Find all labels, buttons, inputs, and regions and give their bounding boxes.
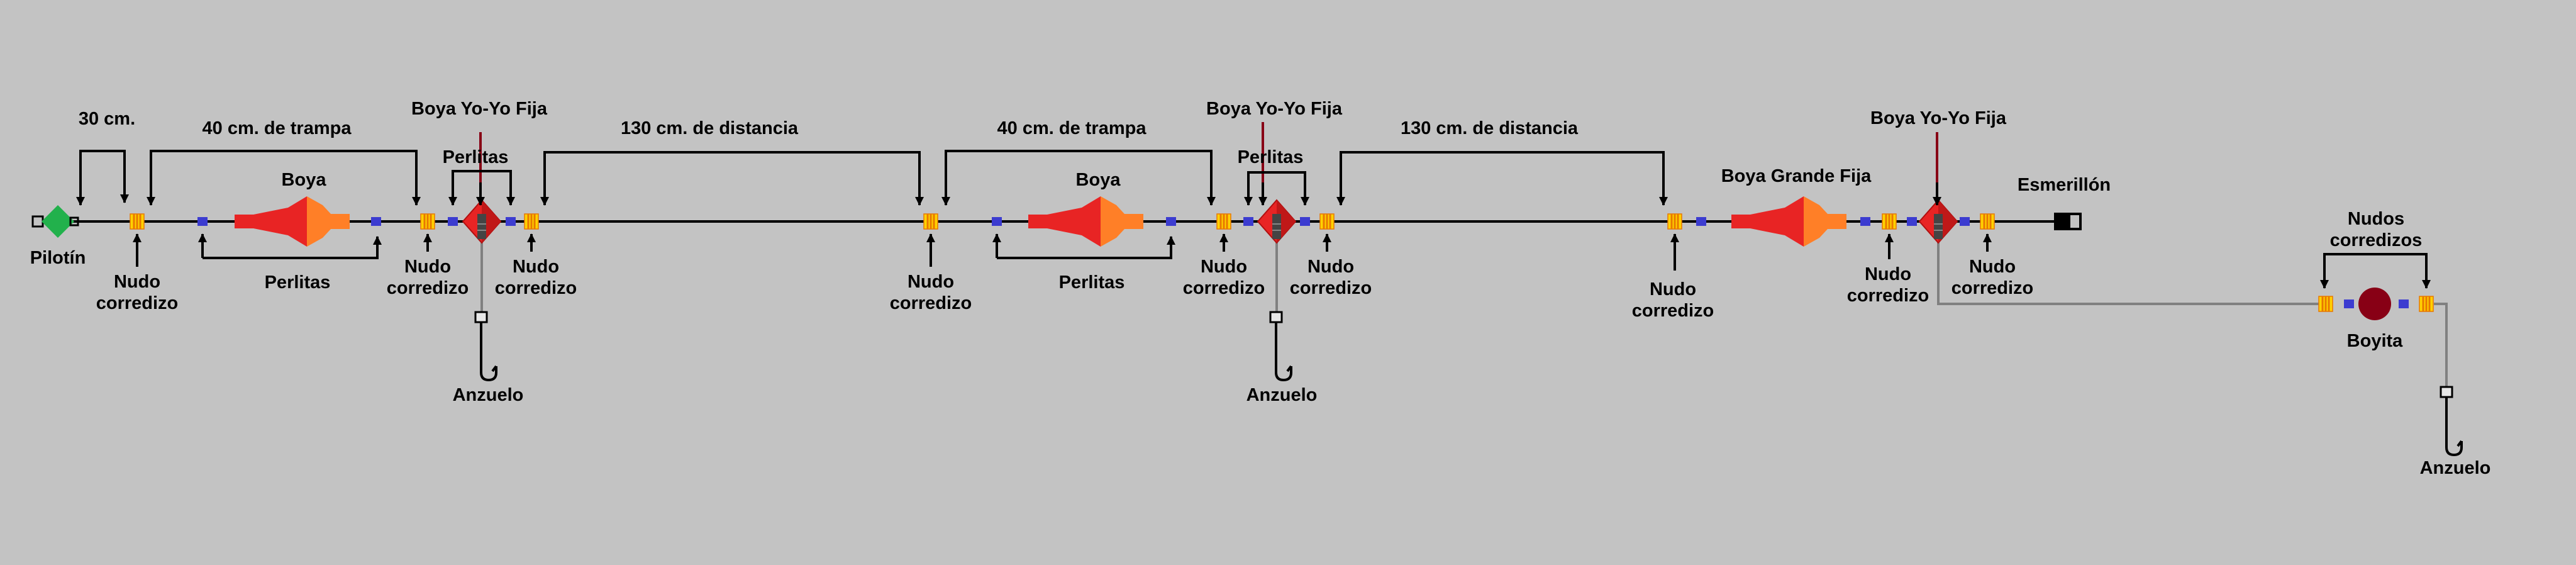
label-anzuelo: Anzuelo [1246,385,1318,405]
label-corredizo: corredizo [1290,278,1372,298]
bracket-30cm [79,150,129,203]
bead [197,217,208,226]
pilotin-float [31,205,79,238]
label-boya-yoyo: Boya Yo-Yo Fija [411,99,548,119]
label-130cm: 130 cm. de distancia [621,118,799,138]
float [1028,196,1143,247]
yoyo-float [1257,199,1296,243]
bead [1907,217,1917,226]
bead [1860,217,1870,226]
label-boya-yoyo: Boya Yo-Yo Fija [1206,99,1343,119]
label-esmerillon: Esmerillón [2018,175,2111,195]
label-boya-grande: Boya Grande Fija [1721,166,1872,186]
slip-knot [1216,213,1232,230]
label-corredizo: corredizo [387,278,469,298]
label-corredizo: corredizo [1183,278,1265,298]
leader-swivel [474,311,488,323]
slip-knot [2318,295,2334,313]
slip-knot [1881,213,1897,230]
label-perlitas: Perlitas [1238,147,1304,167]
slip-knot [129,213,145,230]
label-perlitas-bottom: Perlitas [1059,272,1125,293]
bracket-nudos-corredizos [2323,253,2431,289]
label-30cm: 30 cm. [79,109,135,129]
slip-knot [923,213,939,230]
bead [1243,217,1253,226]
label-nudo: Nudo [1201,257,1247,277]
yoyo-float [1919,199,1958,243]
perlitas-bracket [201,237,377,259]
label-corredizo: corredizo [96,293,179,313]
label-nudos: Nudos [2348,209,2404,229]
yoyo-float [462,199,501,243]
label-40cm-trampa: 40 cm. de trampa [997,118,1147,138]
label-perlitas-bottom: Perlitas [265,272,331,293]
label-boya: Boya [282,170,327,190]
bead [2344,299,2354,308]
bracket-130cm [1340,151,1668,206]
slip-knot [1979,213,1996,230]
bead [992,217,1002,226]
label-pilotin: Pilotín [30,248,86,268]
label-corredizos: corredizos [2330,230,2423,250]
label-boya-yoyo: Boya Yo-Yo Fija [1870,108,2007,128]
large-float [1731,196,1846,247]
label-nudo: Nudo [513,257,559,277]
label-40cm-trampa: 40 cm. de trampa [203,118,352,138]
hook-icon [480,321,497,381]
label-boya: Boya [1076,170,1121,190]
boyita-float [2358,288,2391,320]
slip-knot [1319,213,1335,230]
label-nudo: Nudo [1969,257,2016,277]
bead [506,217,516,226]
label-anzuelo: Anzuelo [2420,458,2491,478]
label-nudo: Nudo [404,257,451,277]
swivel-icon [2054,213,2082,230]
slip-knot [523,213,540,230]
boyita-tail-line [2434,303,2448,387]
bead [1696,217,1706,226]
label-anzuelo: Anzuelo [453,385,524,405]
hook-icon [2445,396,2463,456]
bracket-130cm [543,151,924,206]
label-corredizo: corredizo [1951,278,2034,298]
bead [448,217,458,226]
label-corredizo: corredizo [495,278,577,298]
label-nudo: Nudo [114,272,160,292]
label-nudo: Nudo [1650,279,1696,299]
label-130cm: 130 cm. de distancia [1401,118,1579,138]
label-nudo: Nudo [908,272,954,292]
boyita-leader-line [1937,239,2327,305]
slip-knot [419,213,436,230]
label-boyita: Boyita [2347,331,2404,351]
label-nudo: Nudo [1307,257,1354,277]
leader-swivel [1269,311,1283,323]
bead [371,217,381,226]
label-nudo: Nudo [1865,264,1911,284]
label-perlitas: Perlitas [443,147,509,167]
float [235,196,350,247]
bead [2399,299,2409,308]
slip-knot [2418,295,2434,313]
hook-icon [1275,321,1292,381]
label-corredizo: corredizo [1632,301,1714,321]
bead [1300,217,1310,226]
slip-knot [1667,213,1683,230]
label-corredizo: corredizo [1847,286,1929,306]
label-corredizo: corredizo [890,293,972,313]
bead [1166,217,1176,226]
bead [1960,217,1970,226]
leader-swivel [2440,386,2453,398]
perlitas-bracket [996,237,1171,259]
